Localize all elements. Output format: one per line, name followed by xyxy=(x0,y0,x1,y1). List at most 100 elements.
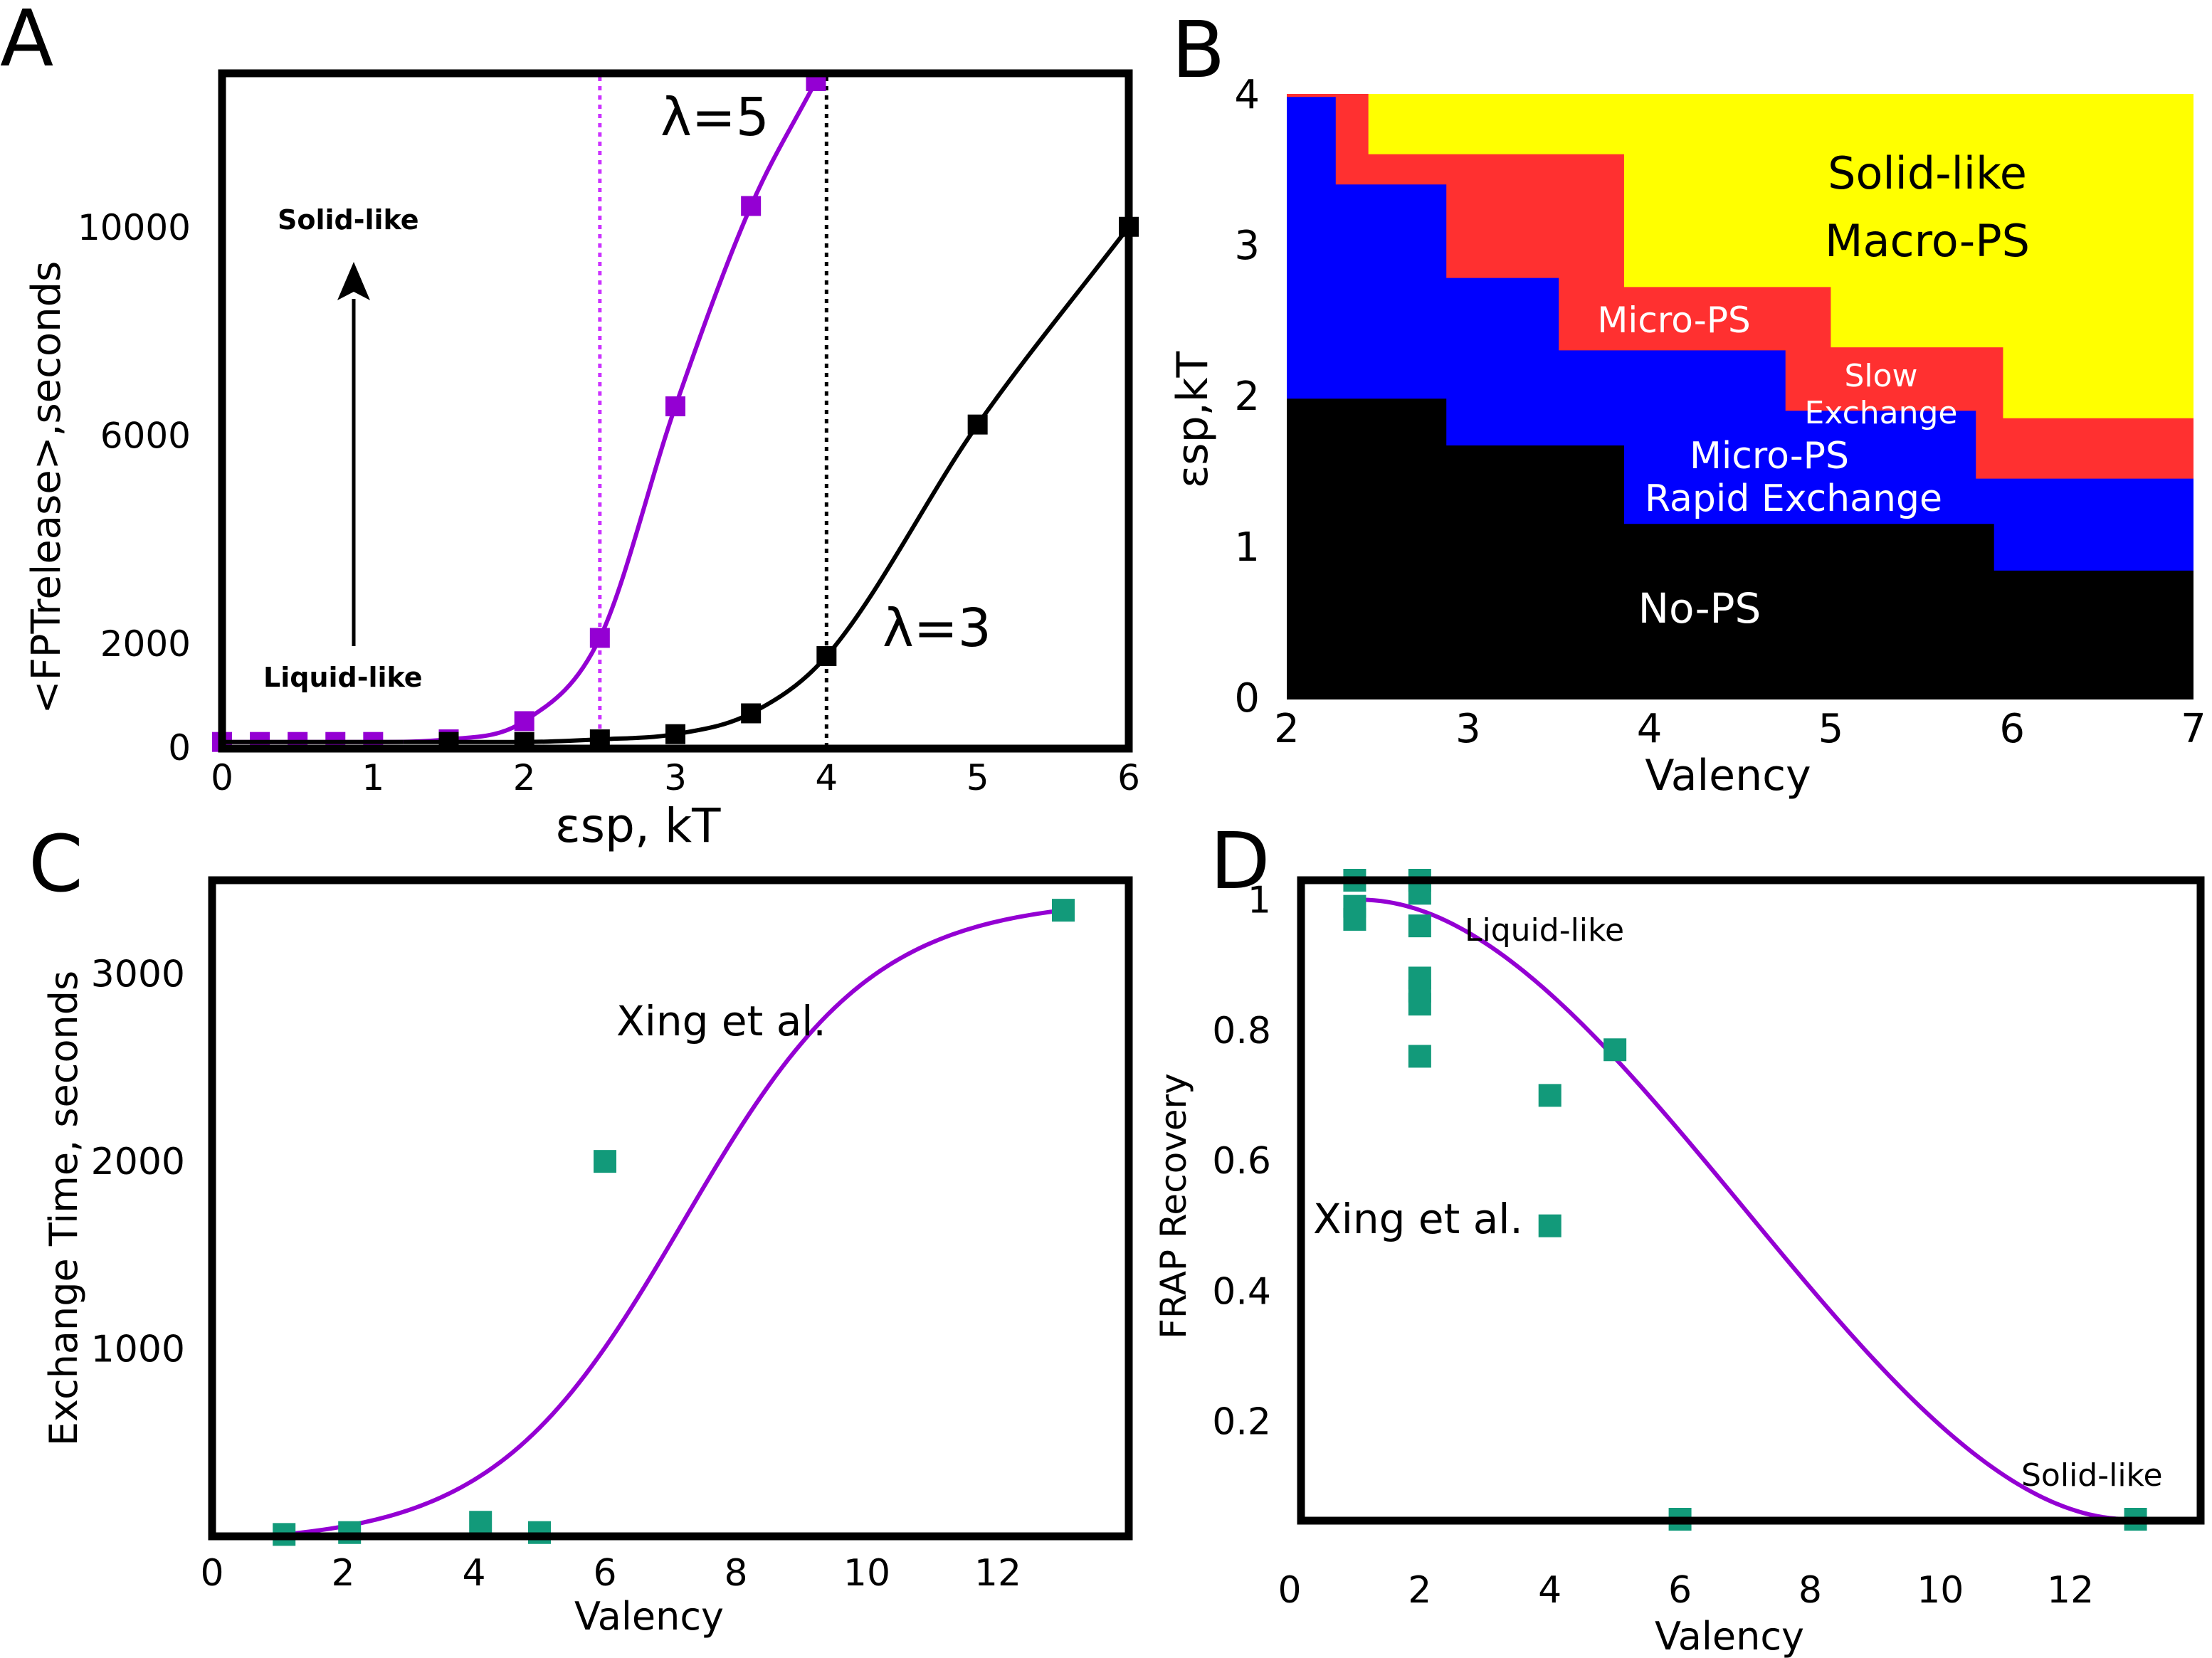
data-point xyxy=(1408,1045,1431,1068)
region-label-slow: Slow xyxy=(1844,358,1917,394)
y-tick-2000: 2000 xyxy=(91,1141,185,1183)
panel-a-y-axis-label: <FPTrelease>,seconds xyxy=(23,261,70,714)
panel-c-y-axis-label: Exchange Time, seconds xyxy=(41,971,86,1446)
panel-d-letter: D xyxy=(1210,815,1270,907)
series-0-point xyxy=(741,196,762,216)
y-tick-3: 3 xyxy=(1234,223,1260,269)
panel-b-letter: B xyxy=(1171,4,1225,95)
x-tick-4: 4 xyxy=(462,1552,485,1595)
region-label-micro-ps-slow: Micro-PS xyxy=(1597,300,1750,341)
x-tick-4: 4 xyxy=(1637,706,1663,752)
data-point xyxy=(469,1511,493,1534)
y-tick-0-4: 0.4 xyxy=(1212,1270,1271,1313)
fit-curve xyxy=(1361,897,2129,1521)
y-tick-1: 1 xyxy=(1234,524,1260,571)
series-1-point xyxy=(665,724,685,744)
y-tick-2000: 2000 xyxy=(100,623,191,665)
panel-c-frame xyxy=(208,876,1133,1541)
x-tick-6: 6 xyxy=(1668,1569,1692,1612)
x-tick-2: 2 xyxy=(513,757,536,798)
arrow-head-icon xyxy=(337,262,370,300)
panel-b-y-ticks: 0 1 2 3 4 xyxy=(1234,72,1260,722)
x-tick-2: 2 xyxy=(331,1552,354,1595)
y-tick-10000: 10000 xyxy=(78,207,191,248)
panel-d-x-axis-label: Valency xyxy=(1655,1614,1804,1658)
series-1-point xyxy=(967,414,988,435)
x-tick-4: 4 xyxy=(1538,1569,1561,1612)
y-tick-0-6: 0.6 xyxy=(1212,1140,1271,1183)
panel-a-x-ticks: 0 1 2 3 4 5 6 xyxy=(211,757,1140,798)
y-tick-2: 2 xyxy=(1234,374,1260,420)
region-label-macro-ps: Macro-PS xyxy=(1825,215,2030,267)
region-label-rapid-exchange: Rapid Exchange xyxy=(1645,477,1942,520)
annotation-solid-like: Solid-like xyxy=(278,204,419,236)
y-tick-4: 4 xyxy=(1234,72,1260,118)
panel-a-letter: A xyxy=(0,0,53,84)
x-tick-6: 6 xyxy=(1999,706,2025,752)
x-tick-7: 7 xyxy=(2181,706,2206,752)
data-point xyxy=(1603,1038,1627,1062)
x-tick-2: 2 xyxy=(1274,706,1300,752)
annotation-solid-like-d: Solid-like xyxy=(2021,1457,2163,1494)
x-tick-5: 5 xyxy=(1818,706,1844,752)
panel-d-y-axis-label: FRAP Recovery xyxy=(1153,1073,1194,1339)
y-tick-0-8: 0.8 xyxy=(1212,1010,1271,1052)
data-point xyxy=(594,1150,616,1173)
region-label-solid-like: Solid-like xyxy=(1828,147,2027,199)
x-tick-0: 0 xyxy=(211,757,233,798)
panel-d-frame xyxy=(1297,876,2205,1525)
data-point xyxy=(1052,899,1075,922)
y-tick-0: 0 xyxy=(1234,675,1260,722)
region-macro-ps xyxy=(1368,94,2193,418)
panel-d-y-ticks: 0.20.40.60.81 xyxy=(1212,879,1271,1443)
series-0-point xyxy=(589,628,610,648)
x-tick-12: 12 xyxy=(2047,1569,2094,1612)
y-tick-0: 0 xyxy=(168,727,191,769)
x-tick-3: 3 xyxy=(664,757,687,798)
y-tick-1: 1 xyxy=(1248,879,1271,922)
region-label-no-ps: No-PS xyxy=(1638,584,1761,633)
data-point xyxy=(1538,1214,1561,1237)
annotation-liquid-like: Liquid-like xyxy=(263,662,423,693)
x-tick-0: 0 xyxy=(1278,1569,1301,1612)
panel-a-x-axis-label: εsp, kT xyxy=(555,798,721,853)
annotation-liquid-like-d: Liquid-like xyxy=(1465,912,1624,949)
series-0-point xyxy=(514,711,534,732)
series-0-point xyxy=(665,396,685,417)
x-tick-1: 1 xyxy=(362,757,384,798)
panel-b-plot-area xyxy=(1287,94,2193,699)
x-tick-6: 6 xyxy=(1117,757,1140,798)
x-tick-10: 10 xyxy=(843,1552,890,1595)
fit-curve xyxy=(283,908,1064,1537)
y-tick-3000: 3000 xyxy=(91,954,185,996)
region-label-micro-ps-rapid: Micro-PS xyxy=(1690,435,1849,477)
x-tick-5: 5 xyxy=(967,757,989,798)
series-1-point xyxy=(816,646,837,667)
panel-c-plot-area xyxy=(273,899,1075,1546)
annotation-xing-et-al: Xing et al. xyxy=(616,997,826,1045)
region-label-exchange: Exchange xyxy=(1805,395,1958,431)
x-tick-0: 0 xyxy=(200,1552,223,1595)
x-tick-10: 10 xyxy=(1917,1569,1964,1612)
panel-b-y-axis-label: εsp,kT xyxy=(1168,352,1218,489)
data-point xyxy=(1408,882,1431,905)
x-tick-4: 4 xyxy=(815,757,838,798)
panel-a-plot-area xyxy=(212,71,1139,752)
data-point xyxy=(1343,907,1366,931)
x-tick-8: 8 xyxy=(1798,1569,1822,1612)
x-tick-6: 6 xyxy=(593,1552,616,1595)
series-line-0 xyxy=(222,80,818,744)
data-point xyxy=(1408,993,1431,1016)
panel-a-frame xyxy=(218,69,1133,753)
data-point xyxy=(1538,1084,1561,1107)
y-tick-1000: 1000 xyxy=(91,1329,185,1371)
panel-d-plot-area xyxy=(1343,869,2147,1531)
